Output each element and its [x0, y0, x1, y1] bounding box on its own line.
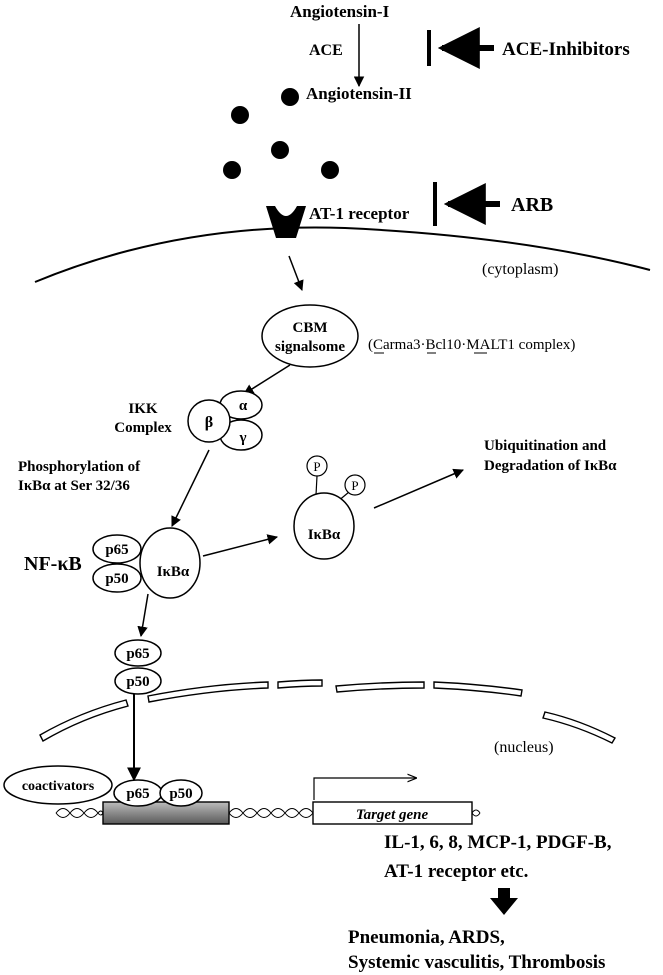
coactivators-label: coactivators	[22, 779, 95, 794]
ikk-beta-subunit	[187, 399, 231, 443]
at1-receptor-shape	[266, 206, 306, 238]
phospho-group-2	[344, 474, 366, 496]
dna-helix-left-2	[55, 808, 104, 818]
molecule-dot	[321, 161, 339, 179]
nuclear-membrane	[39, 679, 616, 744]
dna-helix-left	[55, 808, 104, 818]
ikk-alpha-label: α	[239, 398, 248, 414]
nuclear-pore-segment	[335, 681, 425, 693]
at1-receptor-label: AT-1 receptor	[309, 204, 410, 223]
phosphorylation-line1: Phosphorylation of	[18, 459, 141, 475]
phospho-bond-1	[315, 475, 318, 496]
nuclear-pore-segment	[542, 711, 616, 744]
phospho-group-1	[306, 455, 328, 477]
phosphorylation-line2: IκBα at Ser 32/36	[18, 478, 130, 494]
ikba-bound-label: IκBα	[157, 564, 190, 580]
target-gene-label: Target gene	[356, 807, 429, 823]
phospho-label-2: P	[351, 478, 358, 493]
cell-membrane	[34, 226, 651, 283]
ikk-to-nfkb-arrow	[171, 449, 210, 527]
phosphorylated-ikba: P P IκBα	[293, 455, 366, 560]
dna-helix-right-2	[471, 812, 481, 817]
p50-bound	[92, 563, 142, 593]
degradation-line1: Ubiquitination and	[484, 438, 607, 454]
ikk-title-line2: Complex	[114, 420, 172, 436]
dna-helix-middle-2	[228, 808, 314, 818]
cbm-label-line1: CBM	[293, 320, 328, 336]
nuclear-pore-segment	[147, 681, 269, 703]
cbm-to-ikk-arrow	[243, 364, 291, 395]
p65-free	[114, 639, 162, 667]
p50-free	[114, 667, 162, 695]
cbm-label-line2: signalsome	[275, 339, 345, 355]
coactivators	[3, 765, 113, 805]
ikba-release-arrow	[202, 534, 279, 557]
ace-label: ACE	[309, 42, 343, 59]
p50-free-label: p50	[126, 674, 149, 690]
target-gene-box	[312, 801, 473, 825]
transcription-start-arrow	[313, 778, 416, 800]
p50-dna-bound	[159, 779, 203, 807]
ikk-beta-label: β	[205, 414, 213, 431]
angiotensin-2-molecules	[223, 88, 339, 179]
angiotensin-1-label: Angiotensin-I	[290, 2, 390, 21]
p65-dna-label: p65	[126, 786, 149, 802]
nfkb-label: NF-κB	[24, 553, 82, 575]
cytoplasm-label: (cytoplasm)	[482, 261, 558, 278]
degradation-line2: Degradation of IκBα	[484, 458, 617, 474]
ace-inhibitors-label: ACE-Inhibitors	[502, 39, 630, 60]
nfkb-release-arrow	[137, 593, 149, 638]
p65-bound-label: p65	[105, 542, 128, 558]
promoter-region	[102, 801, 230, 825]
dna-helix-right	[471, 809, 481, 814]
molecule-dot	[271, 141, 289, 159]
arb-label: ARB	[511, 194, 553, 216]
ikk-complex: α β γ	[187, 390, 263, 451]
receptor-to-cbm-arrow	[288, 255, 304, 291]
angiotensin-2-label: Angiotensin-II	[306, 84, 412, 103]
nuclear-pore-segment	[277, 679, 323, 689]
ikba-bound	[139, 527, 201, 599]
ikk-gamma-label: γ	[238, 430, 246, 446]
p65-bound	[92, 534, 142, 564]
degradation-arrow	[373, 468, 464, 509]
molecule-dot	[223, 161, 241, 179]
nucleus-label: (nucleus)	[494, 739, 554, 756]
disease-line1: Pneumonia, ARDS,	[348, 927, 505, 948]
molecule-dot	[231, 106, 249, 124]
cbm-complex-note: (Carma3·Bcl10·MALT1 complex)	[368, 337, 575, 353]
genes-line1: IL-1, 6, 8, MCP-1, PDGF-B,	[384, 832, 612, 853]
ikba-free-label: IκBα	[308, 527, 341, 543]
ikk-title-line1: IKK	[128, 401, 158, 417]
outcome-arrow	[490, 888, 518, 915]
nfkb-ikba-complex: p65 p50 IκBα	[92, 527, 201, 599]
genes-line2: AT-1 receptor etc.	[384, 861, 528, 882]
ikba-free	[293, 492, 355, 560]
cbm-signalsome	[261, 304, 359, 368]
nuclear-pore-segment	[433, 681, 523, 697]
nuclear-pore-segment	[39, 699, 129, 742]
p50-bound-label: p50	[105, 571, 128, 587]
p50-dna-label: p50	[169, 786, 192, 802]
phospho-label-1: P	[313, 459, 320, 474]
dna-strand	[55, 808, 481, 818]
disease-line2: Systemic vasculitis, Thrombosis	[348, 952, 605, 973]
p65-free-label: p65	[126, 646, 149, 662]
molecule-dot	[281, 88, 299, 106]
